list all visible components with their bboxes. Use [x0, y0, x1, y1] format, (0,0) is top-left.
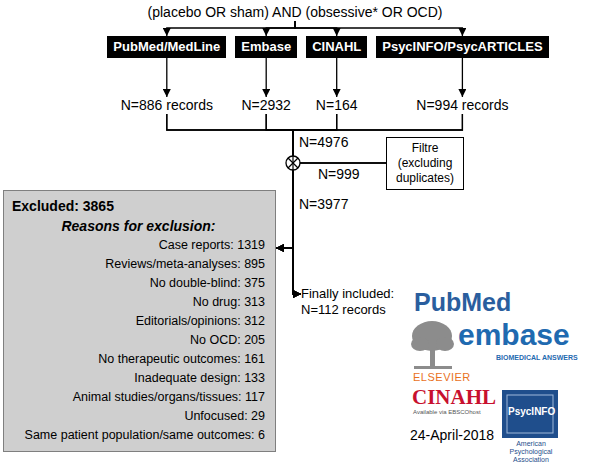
flow-arrow — [293, 114, 462, 294]
node-text: PsycINFO/PsycARTICLES — [382, 39, 542, 55]
node-line: Same patient population/same outcomes: 6 — [12, 426, 265, 445]
flow-arrow — [266, 58, 267, 97]
node-line: No double-blind: 375 — [12, 274, 265, 293]
count-label: N=999 — [318, 166, 360, 182]
flow-arrow — [167, 21, 295, 36]
pubmed-logo-text: PubMed — [414, 288, 511, 317]
database-box: PubMed/MedLine — [107, 36, 226, 58]
flow-arrow — [462, 58, 463, 97]
record-count: N=994 records — [416, 97, 508, 114]
node-line: Editorials/opinions: 312 — [12, 312, 265, 331]
database-box: Embase — [235, 36, 297, 58]
embase-logo-text: embase — [458, 318, 570, 352]
flow-arrow — [266, 21, 295, 36]
psycinfo-logo-box — [502, 390, 558, 438]
database-box: CINAHL — [306, 36, 367, 58]
flow-arrow — [293, 163, 386, 294]
search-query: (placebo OR sham) AND (obsessive* OR OCD… — [148, 4, 443, 21]
database-box: PsycINFO/PsycARTICLES — [376, 36, 548, 58]
node-line: Case reports: 1319 — [12, 236, 265, 255]
cinahl-tagline: Available via EBSCOhost — [413, 409, 481, 415]
count-label: N=4976 — [299, 134, 348, 150]
node-text: N=886 records — [121, 97, 213, 114]
included-result: Finally included: N=112 records — [301, 286, 411, 318]
record-count: N=2932 — [241, 97, 290, 114]
node-text: Filtre (excluding duplicates) — [391, 141, 459, 186]
record-count: N=164 — [316, 97, 358, 114]
cinahl-logo-text: CINAHL — [412, 385, 496, 410]
embase-tree-logo — [411, 321, 454, 369]
record-count: N=886 records — [121, 97, 213, 114]
node-text: N=994 records — [416, 97, 508, 114]
node-text: (placebo OR sham) AND (obsessive* OR OCD… — [148, 4, 443, 21]
count-label: N=3977 — [299, 196, 348, 212]
node-text: N=2932 — [241, 97, 290, 114]
flow-arrow — [336, 58, 337, 97]
node-text: N=164 — [316, 97, 358, 114]
psycinfo-logo-text: PsycINFO — [508, 406, 555, 417]
node-text: PubMed/MedLine — [113, 39, 220, 55]
node-line: Reasons for exclusion: — [12, 216, 265, 236]
node-line: Reviews/meta-analyses: 895 — [12, 255, 265, 274]
flow-arrow — [295, 21, 462, 36]
node-text: Finally included: N=112 records — [301, 286, 411, 318]
node-text: Embase — [241, 39, 291, 55]
flow-arrow — [276, 114, 462, 248]
elsevier-logo-text: ELSEVIER — [413, 371, 471, 383]
node-line: No drug: 313 — [12, 293, 265, 312]
node-line: Inadequate design: 133 — [12, 369, 265, 388]
embase-tagline: BIOMEDICAL ANSWERS — [496, 354, 578, 361]
node-line: Animal studies/organs/tissues: 117 — [12, 388, 265, 407]
search-date: 24-April-2018 — [410, 427, 494, 443]
node-text: CINAHL — [312, 39, 361, 55]
flow-arrow — [166, 58, 167, 97]
merge-symbol — [286, 156, 300, 170]
node-line: Unfocused: 29 — [12, 407, 265, 426]
excluded-box: Excluded: 3865Reasons for exclusion:Case… — [3, 190, 276, 452]
node-line: No therapeutic outcomes: 161 — [12, 350, 265, 369]
node-text: Excluded: 3865 — [12, 197, 265, 216]
apa-logo-text: American Psychological Association — [503, 440, 559, 464]
node-line: No OCD: 205 — [12, 331, 265, 350]
filter-box: Filtre (excluding duplicates) — [386, 137, 464, 190]
